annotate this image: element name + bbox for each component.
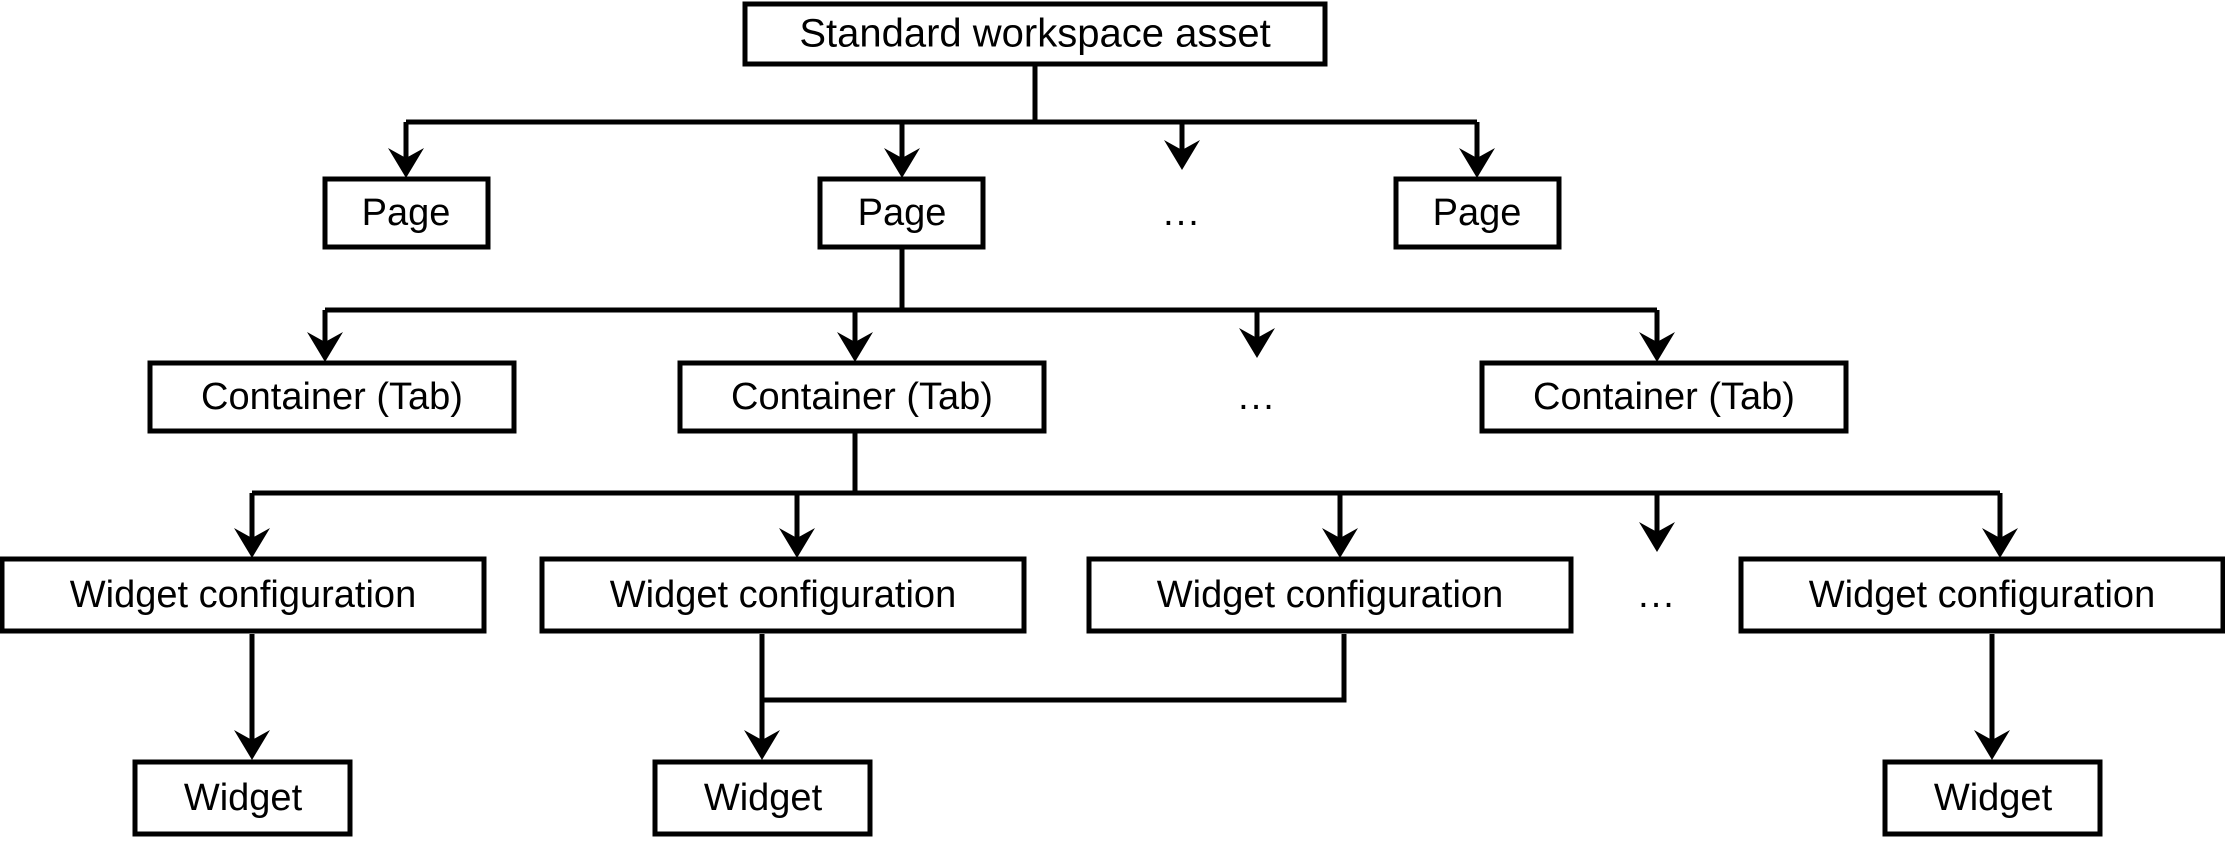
- node-widget-n-label: Widget: [1934, 777, 2053, 819]
- arrowhead-wcfg-2: [779, 528, 815, 558]
- node-container-1-box[interactable]: [147, 360, 517, 434]
- node-wcfg-3-label: Widget configuration: [1157, 574, 1503, 616]
- wcfg-ellipsis-label: ...: [1638, 574, 1676, 616]
- node-widget-2-box[interactable]: [652, 759, 873, 837]
- arrowhead-container-2: [837, 332, 873, 362]
- edge-group-widget-config-to-widgets: [234, 634, 2010, 760]
- node-container-2-box[interactable]: [677, 360, 1047, 434]
- node-wcfg-2-box[interactable]: [539, 556, 1027, 634]
- node-widget-configuration-1[interactable]: Widget configuration: [0, 556, 487, 634]
- node-container-n-label: Container (Tab): [1533, 376, 1795, 418]
- node-widget-1[interactable]: Widget: [132, 759, 353, 837]
- node-page-1-box[interactable]: [322, 176, 491, 250]
- node-page-n-box[interactable]: [1393, 176, 1562, 250]
- node-wcfg-3-box[interactable]: [1086, 556, 1574, 634]
- arrowhead-wcfg-n: [1982, 528, 2018, 558]
- node-container-ellipsis: ...: [1238, 376, 1276, 418]
- edge-wcfg-3-to-widget-2: [762, 634, 1347, 703]
- arrowhead-wcfg-1: [234, 528, 270, 558]
- node-page-1[interactable]: Page: [322, 176, 491, 250]
- node-widget-1-box[interactable]: [132, 759, 353, 837]
- node-container-1-label: Container (Tab): [201, 376, 463, 418]
- node-asset-box[interactable]: [742, 1, 1328, 67]
- edge-group-asset-to-pages: [388, 64, 1495, 178]
- node-page-2[interactable]: Page: [817, 176, 986, 250]
- arrowhead-container-n: [1639, 332, 1675, 362]
- node-wcfg-1-box[interactable]: [0, 556, 487, 634]
- node-container-1[interactable]: Container (Tab): [147, 360, 517, 434]
- node-widget-n-box[interactable]: [1882, 759, 2103, 837]
- page-ellipsis-label: ...: [1163, 192, 1201, 234]
- arrowhead-page-1: [388, 148, 424, 178]
- node-container-n[interactable]: Container (Tab): [1479, 360, 1849, 434]
- arrowhead-widget-n: [1974, 730, 2010, 760]
- arrowhead-container-1: [307, 332, 343, 362]
- node-widget-2-label: Widget: [704, 777, 823, 819]
- node-widget-1-label: Widget: [184, 777, 303, 819]
- node-asset-label: Standard workspace asset: [799, 12, 1270, 56]
- arrowhead-widget-1: [234, 730, 270, 760]
- node-container-2-label: Container (Tab): [731, 376, 993, 418]
- node-widget-configuration-ellipsis: ...: [1638, 574, 1676, 616]
- arrowhead-wcfg-ellipsis: [1639, 522, 1675, 552]
- arrowhead-page-2: [884, 148, 920, 178]
- edge-group-container-to-widget-configs: [234, 432, 2018, 558]
- arrowhead-widget-2: [744, 730, 780, 760]
- node-page-1-label: Page: [362, 192, 451, 234]
- node-wcfg-n-box[interactable]: [1738, 556, 2225, 634]
- node-page-n[interactable]: Page: [1393, 176, 1562, 250]
- node-wcfg-n-label: Widget configuration: [1809, 574, 2155, 616]
- node-widget-n[interactable]: Widget: [1882, 759, 2103, 837]
- node-container-2[interactable]: Container (Tab): [677, 360, 1047, 434]
- node-page-2-box[interactable]: [817, 176, 986, 250]
- node-widget-2[interactable]: Widget: [652, 759, 873, 837]
- node-page-2-label: Page: [858, 192, 947, 234]
- node-widget-configuration-3[interactable]: Widget configuration: [1086, 556, 1574, 634]
- node-page-ellipsis: ...: [1163, 192, 1201, 234]
- container-ellipsis-label: ...: [1238, 376, 1276, 418]
- node-wcfg-2-label: Widget configuration: [610, 574, 956, 616]
- node-standard-workspace-asset[interactable]: Standard workspace asset: [742, 1, 1328, 67]
- arrowhead-wcfg-3: [1322, 528, 1358, 558]
- node-wcfg-1-label: Widget configuration: [70, 574, 416, 616]
- node-widget-configuration-2[interactable]: Widget configuration: [539, 556, 1027, 634]
- node-widget-configuration-n[interactable]: Widget configuration: [1738, 556, 2225, 634]
- edge-group-page-to-containers: [307, 248, 1675, 362]
- arrowhead-page-ellipsis: [1164, 140, 1200, 170]
- node-container-n-box[interactable]: [1479, 360, 1849, 434]
- arrowhead-container-ellipsis: [1239, 328, 1275, 358]
- arrowhead-page-n: [1459, 148, 1495, 178]
- node-page-n-label: Page: [1433, 192, 1522, 234]
